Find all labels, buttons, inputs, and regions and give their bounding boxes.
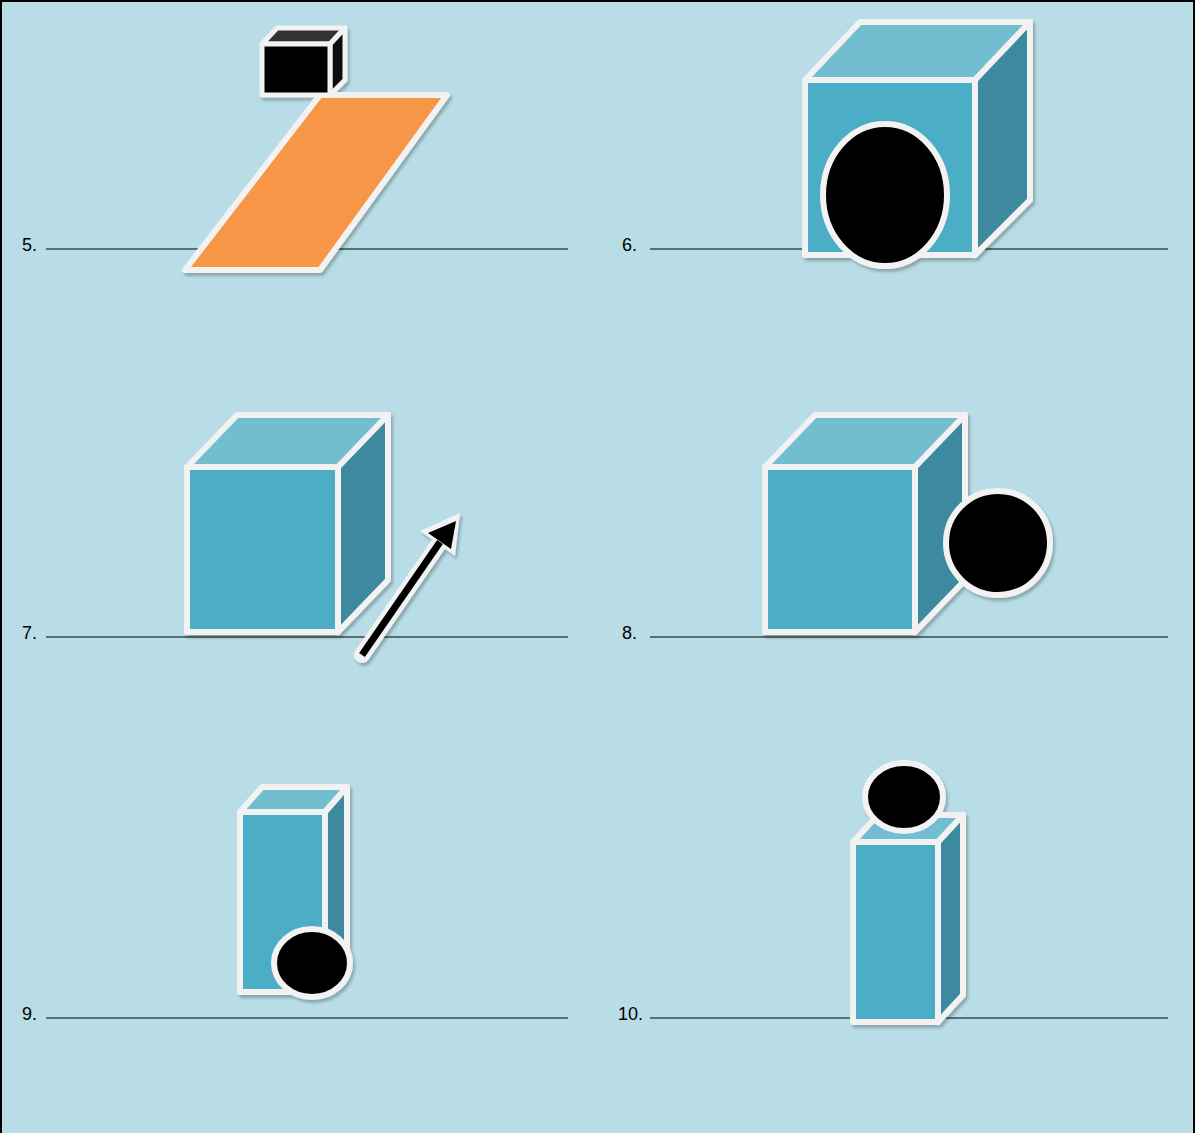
item-number: 5.: [22, 235, 37, 255]
arrow-beside-cube: [187, 415, 460, 655]
item-number: 9.: [22, 1004, 37, 1024]
ball-on-box: [853, 763, 963, 1022]
ball-in-front-of-cube: [805, 22, 1030, 266]
item-number: 7.: [22, 623, 37, 643]
answer-lines: [46, 249, 1168, 1018]
item-number: 6.: [622, 235, 637, 255]
ball-beside-cube: [765, 415, 1050, 632]
cube-above-mat: [185, 28, 447, 270]
ball-at-box-bottom: [240, 787, 350, 997]
item-number: 10.: [618, 1004, 643, 1024]
item-number: 8.: [622, 623, 637, 643]
